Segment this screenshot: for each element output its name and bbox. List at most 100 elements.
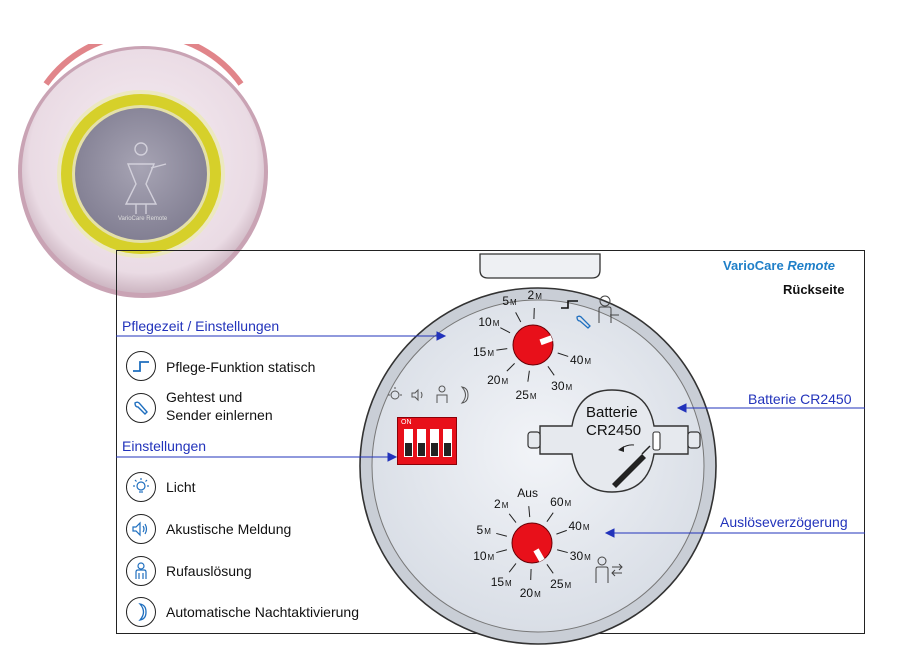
brand-title: VarioCare Remote	[723, 258, 835, 273]
dial-top-tick	[557, 352, 569, 357]
dial-bottom-tick	[546, 512, 554, 522]
person-icon	[126, 556, 156, 586]
dial-top-label: 2M	[528, 288, 542, 302]
dial-bottom-label-value: 40	[568, 518, 582, 533]
dial-top-label-value: 2	[527, 288, 535, 303]
legend-rufausloesung: Rufauslösung	[166, 563, 252, 579]
dial-top-label-value: 15	[472, 344, 487, 359]
dial-top-label: 25M	[516, 388, 537, 402]
dial-bottom-label-unit: M	[501, 500, 509, 510]
dial-top-label: 30M	[551, 379, 572, 393]
dial-bottom-label-value: 20	[519, 585, 534, 600]
dial-top-label-value: 5	[502, 293, 510, 308]
dial-bottom-label: 10M	[473, 549, 494, 563]
page-subtitle: Rückseite	[783, 282, 845, 297]
dial-bottom-label-unit: M	[534, 589, 541, 599]
battery-holder	[527, 389, 701, 493]
dial-bottom-label-unit: M	[484, 527, 491, 537]
dial-top-label-unit: M	[529, 391, 537, 401]
dial-bottom-tick	[556, 549, 568, 554]
dial-bottom-label-value: 15	[490, 575, 505, 590]
dial-pointer	[539, 335, 553, 346]
wrench-icon	[576, 315, 591, 329]
dial-bottom-label-unit: M	[582, 522, 590, 532]
device-photo	[18, 44, 268, 298]
dial-bottom-tick	[528, 506, 531, 518]
speaker-icon	[126, 514, 156, 544]
caregiver-icon	[598, 295, 619, 323]
dial-bottom-tick	[508, 513, 517, 523]
dial-bottom-label-value: 5	[476, 523, 484, 538]
device-label: VarioCare Remote	[118, 216, 168, 222]
dial-top-label: 5M	[502, 294, 516, 308]
wrench-icon	[126, 393, 156, 423]
moon-icon	[126, 597, 156, 627]
legend-nachtaktivierung: Automatische Nachtaktivierung	[166, 604, 359, 620]
legend-pflege-funktion: Pflege-Funktion statisch	[166, 359, 316, 375]
dial-pointer	[533, 548, 545, 562]
person-exit-icon	[595, 556, 623, 583]
dial-bottom-tick	[546, 564, 554, 574]
dial-bottom-label: 15M	[491, 575, 512, 589]
dial-bottom-label-unit: M	[564, 499, 572, 509]
battery-label-line1: Batterie	[586, 404, 638, 421]
dip-switch[interactable]: ON	[397, 417, 457, 465]
dial-bottom-label-value: 10	[473, 548, 487, 563]
brand-name-italic: Remote	[787, 258, 836, 273]
dial-bottom-tick	[496, 532, 508, 537]
dial-bottom-label-value: 2	[494, 496, 501, 511]
callout-einstellungen: Einstellungen	[122, 438, 207, 454]
dial-top-label-unit: M	[584, 357, 592, 367]
dial-knob[interactable]	[511, 522, 553, 564]
dip-switch-toggle-3[interactable]	[430, 429, 439, 457]
dial-bottom-label: 30M	[570, 549, 591, 563]
dial-bottom-label-value: 30	[569, 548, 584, 563]
dial-bottom-label-value: 60	[550, 495, 564, 510]
bottom-dial[interactable]	[487, 498, 577, 588]
dial-top-label-value: 30	[551, 378, 565, 393]
dial-bottom-tick	[496, 549, 508, 554]
legend-gehtest-line1: Gehtest und	[166, 389, 243, 405]
dial-bottom-label-unit: M	[505, 579, 512, 589]
step-signal-icon	[126, 351, 156, 381]
dial-top-label: 10M	[478, 315, 499, 329]
dial-top-tick	[547, 366, 555, 376]
dip-switch-toggle-4[interactable]	[443, 429, 452, 457]
step-signal-icon	[561, 300, 578, 309]
device-back-view	[359, 253, 717, 645]
legend-akustische-meldung: Akustische Meldung	[166, 521, 292, 537]
dial-bottom-tick	[508, 563, 517, 573]
dial-bottom-label-unit: M	[564, 580, 572, 590]
dial-top-label-unit: M	[535, 292, 542, 302]
battery-label-line2: CR2450	[586, 422, 642, 439]
legend-licht: Licht	[166, 479, 196, 495]
dial-top-tick	[506, 363, 515, 372]
dial-top-label-unit: M	[510, 297, 517, 307]
light-bulb-icon	[126, 472, 156, 502]
dial-bottom-label-value: 25	[550, 576, 564, 591]
dial-bottom-label: Aus	[517, 486, 538, 500]
dial-top-label-value: 10	[478, 314, 492, 329]
dial-top-label-value: 40	[570, 353, 584, 368]
dial-bottom-label: 2M	[494, 497, 508, 511]
dip-icons-row	[388, 385, 469, 404]
dip-switch-on-label: ON	[401, 419, 412, 426]
dial-bottom-tick	[556, 529, 567, 535]
top-dial[interactable]	[488, 300, 578, 390]
dial-bottom-label: 60M	[550, 495, 571, 509]
dial-knob[interactable]	[512, 324, 554, 366]
dial-top-label-unit: M	[492, 318, 500, 328]
dial-top-label-unit: M	[501, 377, 509, 387]
dial-top-label-value: 25	[515, 387, 529, 402]
brand-name: VarioCare	[723, 258, 784, 273]
dial-top-label-unit: M	[565, 382, 573, 392]
dial-top-label: 40M	[570, 353, 591, 367]
dial-top-label: 15M	[473, 345, 494, 359]
dip-switch-toggle-1[interactable]	[404, 429, 413, 457]
callout-batterie: Batterie CR2450	[748, 391, 852, 407]
dial-bottom-label: 40M	[568, 519, 589, 533]
dip-switch-toggle-2[interactable]	[417, 429, 426, 457]
callout-ausloeseverzoegerung: Auslöseverzögerung	[720, 514, 848, 530]
dial-bottom-label: 5M	[477, 523, 491, 537]
